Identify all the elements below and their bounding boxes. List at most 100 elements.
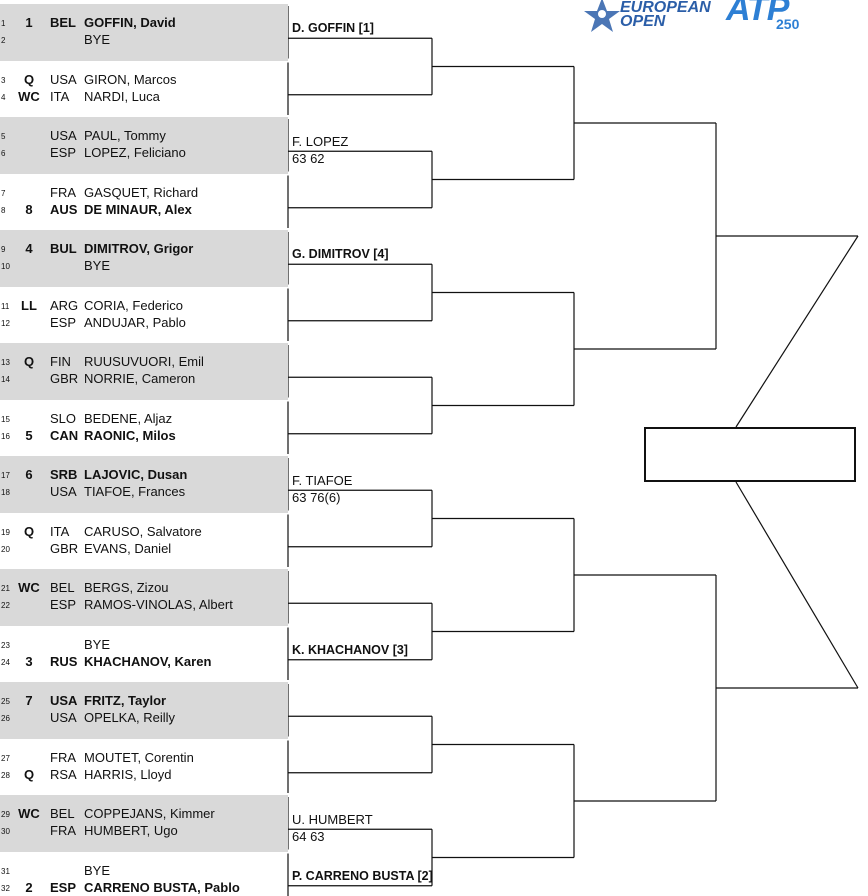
draw-position: 32 xyxy=(1,883,10,893)
player-name: BYE xyxy=(84,862,111,878)
player-country: BEL xyxy=(50,806,75,821)
draw-position: 17 xyxy=(1,471,10,480)
player-name: HUMBERT, Ugo xyxy=(84,823,178,838)
logo-line-1: EUROPEAN xyxy=(620,0,711,16)
player-name: LAJOVIC, Dusan xyxy=(84,467,188,482)
draw-position: 29 xyxy=(1,810,10,819)
player-seed: 4 xyxy=(25,241,33,256)
player-country: USA xyxy=(50,128,77,143)
logo-line-2: OPEN xyxy=(620,13,666,30)
european-open-logo: EUROPEAN OPEN xyxy=(582,0,722,40)
player-name: GASQUET, Richard xyxy=(84,184,199,200)
match-band xyxy=(0,230,288,287)
player-country: ESP xyxy=(50,145,77,160)
player-country: FRA xyxy=(50,749,76,765)
draw-position: 6 xyxy=(1,149,6,158)
draw-position: 16 xyxy=(1,431,10,441)
player-seed: 3 xyxy=(25,653,33,669)
draw-position: 28 xyxy=(1,770,10,780)
draw-position: 11 xyxy=(1,301,10,311)
draw-position: 7 xyxy=(1,188,6,198)
draw-position: 12 xyxy=(1,318,10,328)
round2-winner: P. CARRENO BUSTA [2] xyxy=(292,868,433,883)
player-name: COPPEJANS, Kimmer xyxy=(84,806,215,821)
player-name: TIAFOE, Frances xyxy=(84,484,186,499)
player-country: FRA xyxy=(50,823,76,838)
player-seed: Q xyxy=(23,523,35,539)
player-seed: WC xyxy=(18,806,40,821)
final-connector xyxy=(735,235,859,428)
player-country: BUL xyxy=(50,241,77,256)
player-country: SLO xyxy=(50,410,77,426)
player-name: PAUL, Tommy xyxy=(84,128,166,143)
player-country: SRB xyxy=(50,467,78,482)
match-band xyxy=(0,682,288,739)
player-country: FIN xyxy=(50,354,71,369)
player-name: CARUSO, Salvatore xyxy=(84,523,202,539)
final-winner-box xyxy=(644,427,856,482)
match-band xyxy=(0,456,288,513)
player-seed: 7 xyxy=(25,693,33,708)
draw-position: 27 xyxy=(1,753,10,763)
draw-position: 4 xyxy=(1,92,6,102)
match-band xyxy=(0,795,288,852)
player-country: USA xyxy=(50,710,77,725)
draw-position: 22 xyxy=(1,601,10,610)
player-country: USA xyxy=(50,71,77,87)
player-seed: 8 xyxy=(25,201,33,217)
player-country: BEL xyxy=(50,15,76,30)
player-country: ESP xyxy=(50,879,77,895)
draw-position: 24 xyxy=(1,657,10,667)
draw-position: 8 xyxy=(1,205,6,215)
match-band xyxy=(0,569,288,626)
atp-level: 250 xyxy=(776,16,800,32)
player-country: CAN xyxy=(50,427,79,443)
player-seed: 5 xyxy=(25,427,33,443)
match-band xyxy=(0,117,288,174)
round2-winner: F. TIAFOE xyxy=(292,473,353,489)
player-name: BYE xyxy=(84,32,111,47)
round2-winner: K. KHACHANOV [3] xyxy=(292,642,408,657)
player-name: LOPEZ, Feliciano xyxy=(84,145,186,160)
round2-winner: U. HUMBERT xyxy=(292,812,373,828)
player-name: EVANS, Daniel xyxy=(84,540,172,556)
round2-score: 63 62 xyxy=(292,151,325,167)
draw-position: 9 xyxy=(1,245,6,254)
star-icon xyxy=(584,0,620,32)
player-name: NORRIE, Cameron xyxy=(84,371,196,386)
player-country: AUS xyxy=(50,201,78,217)
player-name: OPELKA, Reilly xyxy=(84,710,176,725)
draw-position: 13 xyxy=(1,358,10,367)
player-name: BEDENE, Aljaz xyxy=(84,410,173,426)
player-seed: Q xyxy=(23,354,35,369)
player-seed: WC xyxy=(18,580,40,595)
draw-position: 25 xyxy=(1,697,10,706)
player-seed: LL xyxy=(21,297,37,313)
player-name: CORIA, Federico xyxy=(84,297,183,313)
draw-position: 19 xyxy=(1,527,10,537)
draw-position: 3 xyxy=(1,75,6,85)
player-name: DIMITROV, Grigor xyxy=(84,241,194,256)
player-country: BEL xyxy=(50,580,75,595)
match-band xyxy=(0,343,288,400)
draw-position: 23 xyxy=(1,640,10,650)
player-name: DE MINAUR, Alex xyxy=(84,201,192,217)
player-country: ITA xyxy=(50,88,70,104)
player-name: GIRON, Marcos xyxy=(84,71,177,87)
player-seed: Q xyxy=(23,71,35,87)
player-country: ESP xyxy=(50,597,77,612)
player-name: HARRIS, Lloyd xyxy=(84,766,172,782)
player-seed: 2 xyxy=(25,879,33,895)
player-country: USA xyxy=(50,484,77,499)
player-name: NARDI, Luca xyxy=(84,88,160,104)
round2-score: 64 63 xyxy=(292,829,325,845)
player-name: KHACHANOV, Karen xyxy=(84,653,212,669)
player-country: ARG xyxy=(50,297,79,313)
player-name: CARRENO BUSTA, Pablo xyxy=(84,879,240,895)
player-seed: 6 xyxy=(25,467,33,482)
atp-wordmark: ATP xyxy=(726,0,789,28)
player-name: BYE xyxy=(84,636,111,652)
player-country: FRA xyxy=(50,184,76,200)
